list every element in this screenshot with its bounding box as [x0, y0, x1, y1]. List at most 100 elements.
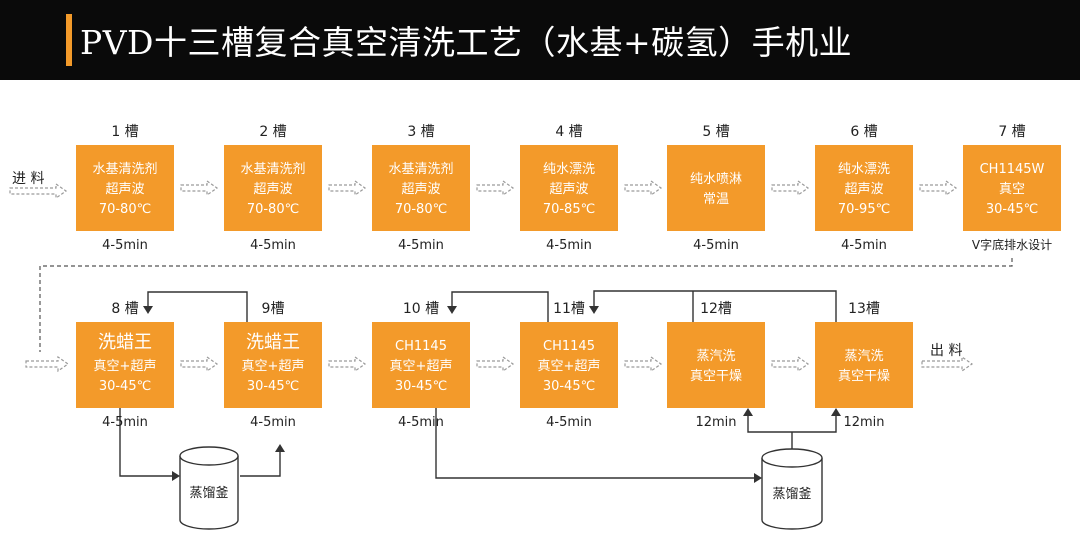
tank-box [520, 145, 618, 231]
tank-process-text: 纯水漂洗 [543, 161, 595, 177]
arrowhead [172, 471, 180, 481]
tank-process-text: 30-45℃ [247, 379, 299, 394]
title-accent-bar [66, 14, 72, 66]
inlet-arrow [9, 182, 68, 200]
flow-arrow-11-to-12 [624, 355, 663, 373]
arrowhead [275, 444, 285, 452]
tank-number-label: 3 槽 [407, 124, 434, 140]
tank-box [520, 322, 618, 408]
tank-process-text: 超声波 [401, 182, 440, 197]
arrowhead [743, 408, 753, 416]
tank-process-text: 纯水喷淋 [690, 172, 742, 187]
flow-labels: 进 料 出 料 V字底排水设计 [12, 171, 1052, 359]
line-distiller-to-12-13 [747, 416, 837, 458]
tank-duration: 4-5min [546, 238, 592, 253]
tank-duration: 4-5min [398, 415, 444, 430]
tank-process-text: CH1145W [980, 162, 1045, 177]
outlet-arrow [921, 355, 974, 373]
tank-number-label: 7 槽 [998, 124, 1025, 140]
flow-arrow-2-to-3 [328, 179, 367, 197]
tank-process-text: 30-45℃ [986, 202, 1038, 217]
tank-process-text: 70-80℃ [247, 202, 299, 217]
tank-duration: 4-5min [102, 238, 148, 253]
tank-11: 11槽 CH1145 真空+超声 30-45℃ 4-5min [520, 301, 618, 430]
tank-number-label: 4 槽 [555, 124, 582, 140]
tank-box [667, 322, 765, 408]
tank-process-text: 蒸汽洗 [844, 349, 883, 364]
tank-process-text: 30-45℃ [543, 379, 595, 394]
tank-box [76, 322, 174, 408]
tank-process-text: 真空干燥 [690, 369, 742, 384]
flow-arrow-8-to-9 [180, 355, 219, 373]
tank-box [224, 145, 322, 231]
flow-arrows [9, 179, 974, 373]
tank-number-label: 11槽 [553, 301, 585, 317]
tank-number-label: 2 槽 [259, 124, 286, 140]
tank-process-text: 真空+超声 [242, 359, 305, 374]
title-bar: PVD十三槽复合真空清洗工艺（水基+碳氢）手机业 [0, 0, 1080, 80]
distiller-2: 蒸馏釜 [761, 448, 823, 530]
tank-number-label: 5 槽 [702, 124, 729, 140]
flow-arrow-12-to-13 [771, 355, 810, 373]
distiller-top [761, 448, 823, 468]
tank-process-text: 水基清洗剂 [240, 162, 305, 177]
tank-process-text: 纯水漂洗 [838, 161, 890, 177]
tank-process-text: 超声波 [549, 182, 588, 197]
flow-arrow-10-to-11 [476, 355, 515, 373]
distiller-label: 蒸馏釜 [189, 486, 228, 501]
tank-process-text: CH1145 [543, 339, 595, 354]
distillers: 蒸馏釜 蒸馏釜 [179, 446, 823, 530]
arrowhead [589, 306, 599, 314]
tank-duration: 4-5min [546, 415, 592, 430]
tank-process-text: 水基清洗剂 [92, 162, 157, 177]
distiller-1: 蒸馏釜 [179, 446, 239, 530]
tank-process-text: CH1145 [395, 339, 447, 354]
line-10-to-distiller [435, 408, 754, 479]
tank-process-text: 超声波 [253, 182, 292, 197]
arrowhead [831, 408, 841, 416]
tank-duration: 4-5min [102, 415, 148, 430]
tank-process-text: 真空+超声 [390, 359, 453, 374]
tank-duration: 12min [843, 415, 884, 430]
tank-box [815, 322, 913, 408]
distiller-top [179, 446, 239, 466]
tank-number-label: 1 槽 [111, 124, 138, 140]
tank-process-text: 70-85℃ [543, 202, 595, 217]
tank-number-label: 13槽 [848, 301, 880, 317]
tank-duration: 12min [695, 415, 736, 430]
tank-process-text: 超声波 [105, 182, 144, 197]
tank-number-label: 9槽 [262, 301, 285, 317]
tank-process-text: 真空干燥 [838, 369, 890, 384]
outlet-label: 出 料 [930, 343, 962, 359]
tank-process-text: 70-80℃ [99, 202, 151, 217]
tank-process-text: 洗蜡王 [246, 332, 300, 353]
tank-duration: 4-5min [398, 238, 444, 253]
arrowhead [447, 306, 457, 314]
tank-box [224, 322, 322, 408]
tank-process-text: 蒸汽洗 [696, 349, 735, 364]
tank-duration: 4-5min [841, 238, 887, 253]
distiller-label: 蒸馏釜 [772, 487, 811, 502]
tank-number-label: 6 槽 [850, 124, 877, 140]
tank-number-label: 12槽 [700, 301, 732, 317]
tank-number-label: 10 槽 [403, 301, 439, 317]
tank-process-text: 真空+超声 [94, 359, 157, 374]
tank-process-text: 70-80℃ [395, 202, 447, 217]
v-bottom-drain-note: V字底排水设计 [972, 237, 1052, 252]
tank-box [963, 145, 1061, 231]
flow-arrow-4-to-5 [624, 179, 663, 197]
page-title: PVD十三槽复合真空清洗工艺（水基+碳氢）手机业 [80, 23, 853, 62]
tank-number-label: 8 槽 [111, 301, 138, 317]
tank-process-text: 真空+超声 [538, 359, 601, 374]
tank-process-text: 超声波 [844, 182, 883, 197]
distiller-body [761, 458, 823, 530]
tank-box [76, 145, 174, 231]
